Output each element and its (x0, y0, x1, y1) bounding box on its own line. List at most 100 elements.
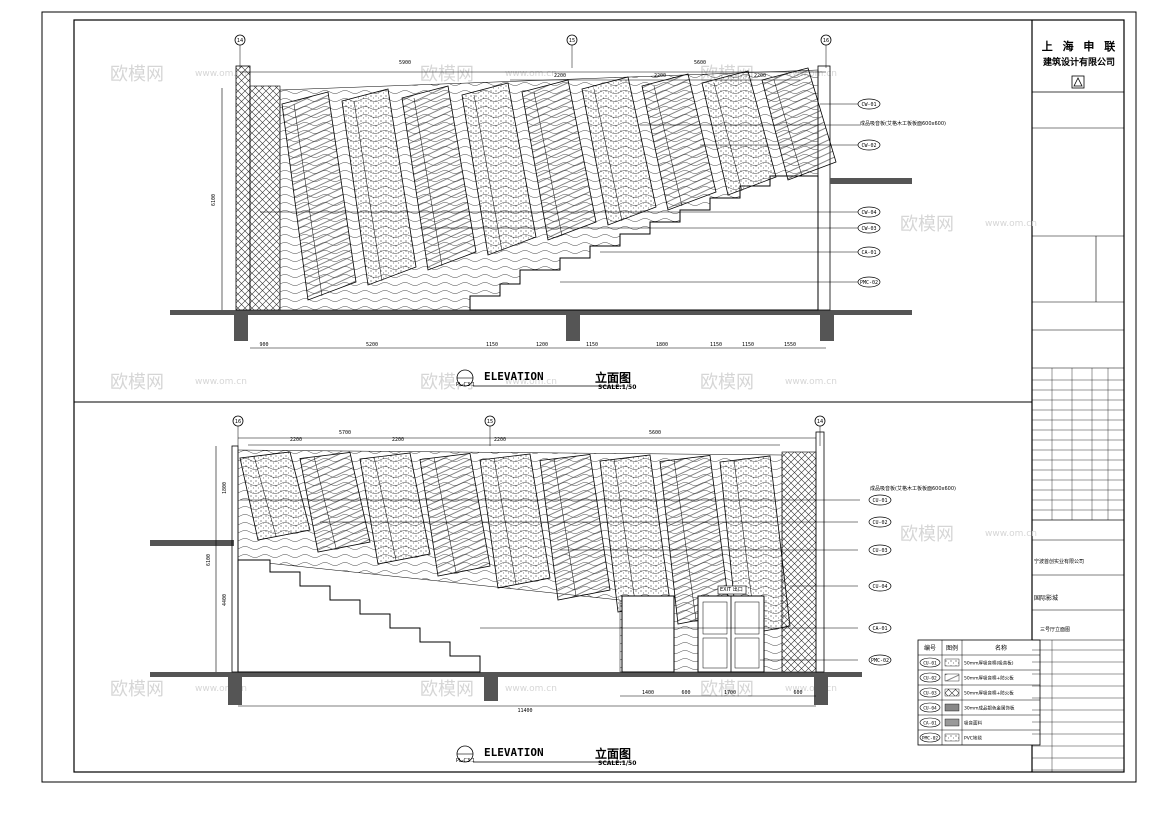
lower-note: 成品吸音板(艾格木工板板面600x600) (870, 486, 956, 492)
lower-title-cn: 立面图 (595, 747, 632, 761)
dimension-label: 1550 (784, 342, 796, 348)
dimension-label: 2200 (494, 437, 506, 443)
legend-code: CU-02 (923, 676, 937, 682)
acoustic-panel (479, 453, 551, 589)
material-tag-label: PMC-02 (860, 280, 878, 286)
dimension-label: 1400 (642, 690, 654, 696)
drawing-frame (73, 19, 1125, 773)
dimension-label: 2200 (654, 73, 666, 79)
legend-code: PMC-02 (922, 736, 939, 742)
acoustic-panel (281, 91, 357, 301)
watermark-brand: 欧模网 (110, 679, 164, 700)
acoustic-panel (359, 452, 431, 565)
watermark-brand: 欧模网 (110, 64, 164, 85)
watermark-url: www.om.cn (985, 219, 1037, 229)
dimension-label: 1150 (586, 342, 598, 348)
grid-label: 14 (817, 419, 823, 425)
material-tag (868, 654, 892, 666)
dimension-label: 600 (681, 690, 690, 696)
material-tag (868, 580, 892, 592)
dimension-label: 5600 (649, 430, 661, 436)
project-name: 国际影城 (1034, 595, 1059, 602)
title-block (1032, 75, 1124, 772)
material-tag (857, 98, 881, 110)
drawing-name: 三号厅立面图 (1040, 627, 1071, 633)
material-tag (857, 222, 881, 234)
dimension-label: 5700 (339, 430, 351, 436)
dimension-label: 2200 (754, 73, 766, 79)
watermark-brand: 欧模网 (900, 214, 954, 235)
dimension-label: 1800 (222, 482, 228, 494)
acoustic-panel (521, 79, 597, 241)
material-tag (857, 139, 881, 151)
acoustic-panel (299, 452, 371, 553)
dimension-label: 2200 (392, 437, 404, 443)
material-tag-label: CW-01 (861, 102, 876, 108)
dimension-label: 1800 (656, 342, 668, 348)
dimension-label: 5900 (399, 60, 411, 66)
watermark-brand: 欧模网 (420, 679, 474, 700)
material-tag-label: CU-04 (872, 584, 887, 590)
grid-label: 14 (237, 38, 243, 44)
grid-label: 15 (487, 419, 493, 425)
acoustic-panel (341, 88, 417, 286)
dimension-label: 1200 (536, 342, 548, 348)
material-tag-label: PMC-02 (871, 658, 889, 664)
material-tag (857, 276, 881, 288)
dimension-label: 5600 (694, 60, 706, 66)
upper-title-cn: 立面图 (595, 371, 632, 385)
upper-ref-tag: PL-C3.1 (456, 382, 475, 388)
legend-code: CA-01 (923, 721, 937, 727)
material-tag-label: CU-02 (872, 520, 887, 526)
legend-swatch (944, 658, 960, 667)
legend-name: 吸音面料 (964, 720, 982, 727)
watermark-url: www.om.cn (195, 684, 247, 694)
legend-name: 30mm成品银色金属饰板 (964, 705, 1015, 712)
legend-swatch (944, 733, 960, 742)
client-name: 宁波首创实业有限公司 (1034, 559, 1085, 565)
dimension-label: 6100 (211, 194, 217, 206)
watermark-url: www.om.cn (505, 69, 557, 79)
upper-elevation (170, 65, 912, 349)
legend-swatch (944, 673, 960, 682)
legend-swatch (944, 718, 960, 727)
material-tag-label: CW-03 (861, 226, 876, 232)
lower-elevation (150, 431, 862, 707)
watermark-url: www.om.cn (195, 377, 247, 387)
grid-label: 15 (569, 38, 575, 44)
upper-title: ELEVATION (484, 370, 544, 383)
material-tag-label: CW-04 (861, 210, 876, 216)
material-tag (857, 246, 881, 258)
legend-name: 50mm厚吸音棉(吸音板) (964, 660, 1014, 667)
legend-swatch (944, 703, 960, 712)
watermark-url: www.om.cn (505, 684, 557, 694)
dimension-label: 2200 (554, 73, 566, 79)
legend-swatch (944, 688, 960, 697)
watermark-brand: 欧模网 (110, 372, 164, 393)
material-tag-label: CW-02 (861, 143, 876, 149)
dimension-label: 1150 (710, 342, 722, 348)
material-tag-label: CU-01 (872, 498, 887, 504)
dimension-label: 11400 (517, 708, 532, 714)
legend-header: 编号 (924, 644, 936, 652)
material-tag-label: CA-01 (872, 626, 887, 632)
material-tag-label: CU-03 (872, 548, 887, 554)
acoustic-panel (641, 73, 717, 211)
lower-title: ELEVATION (484, 746, 544, 759)
upper-scale: SCALE:1/50 (598, 384, 637, 391)
exit-sign: EXIT 出口 (720, 587, 743, 593)
dimension-label: 1150 (742, 342, 754, 348)
acoustic-panel (539, 454, 611, 601)
legend-name: PVC地毯 (964, 735, 982, 742)
watermark-url: www.om.cn (195, 69, 247, 79)
acoustic-panel (581, 76, 657, 226)
watermark-brand: 欧模网 (420, 64, 474, 85)
company-name-line1: 上 海 申 联 (1041, 40, 1119, 53)
dimension-label: 1150 (486, 342, 498, 348)
dimension-label: 6100 (206, 554, 212, 566)
upper-note: 成品吸音板(艾格木工板板面600x600) (860, 121, 946, 127)
acoustic-panel (239, 451, 311, 541)
lower-ref-tag: PL-C3.1 (456, 758, 475, 764)
